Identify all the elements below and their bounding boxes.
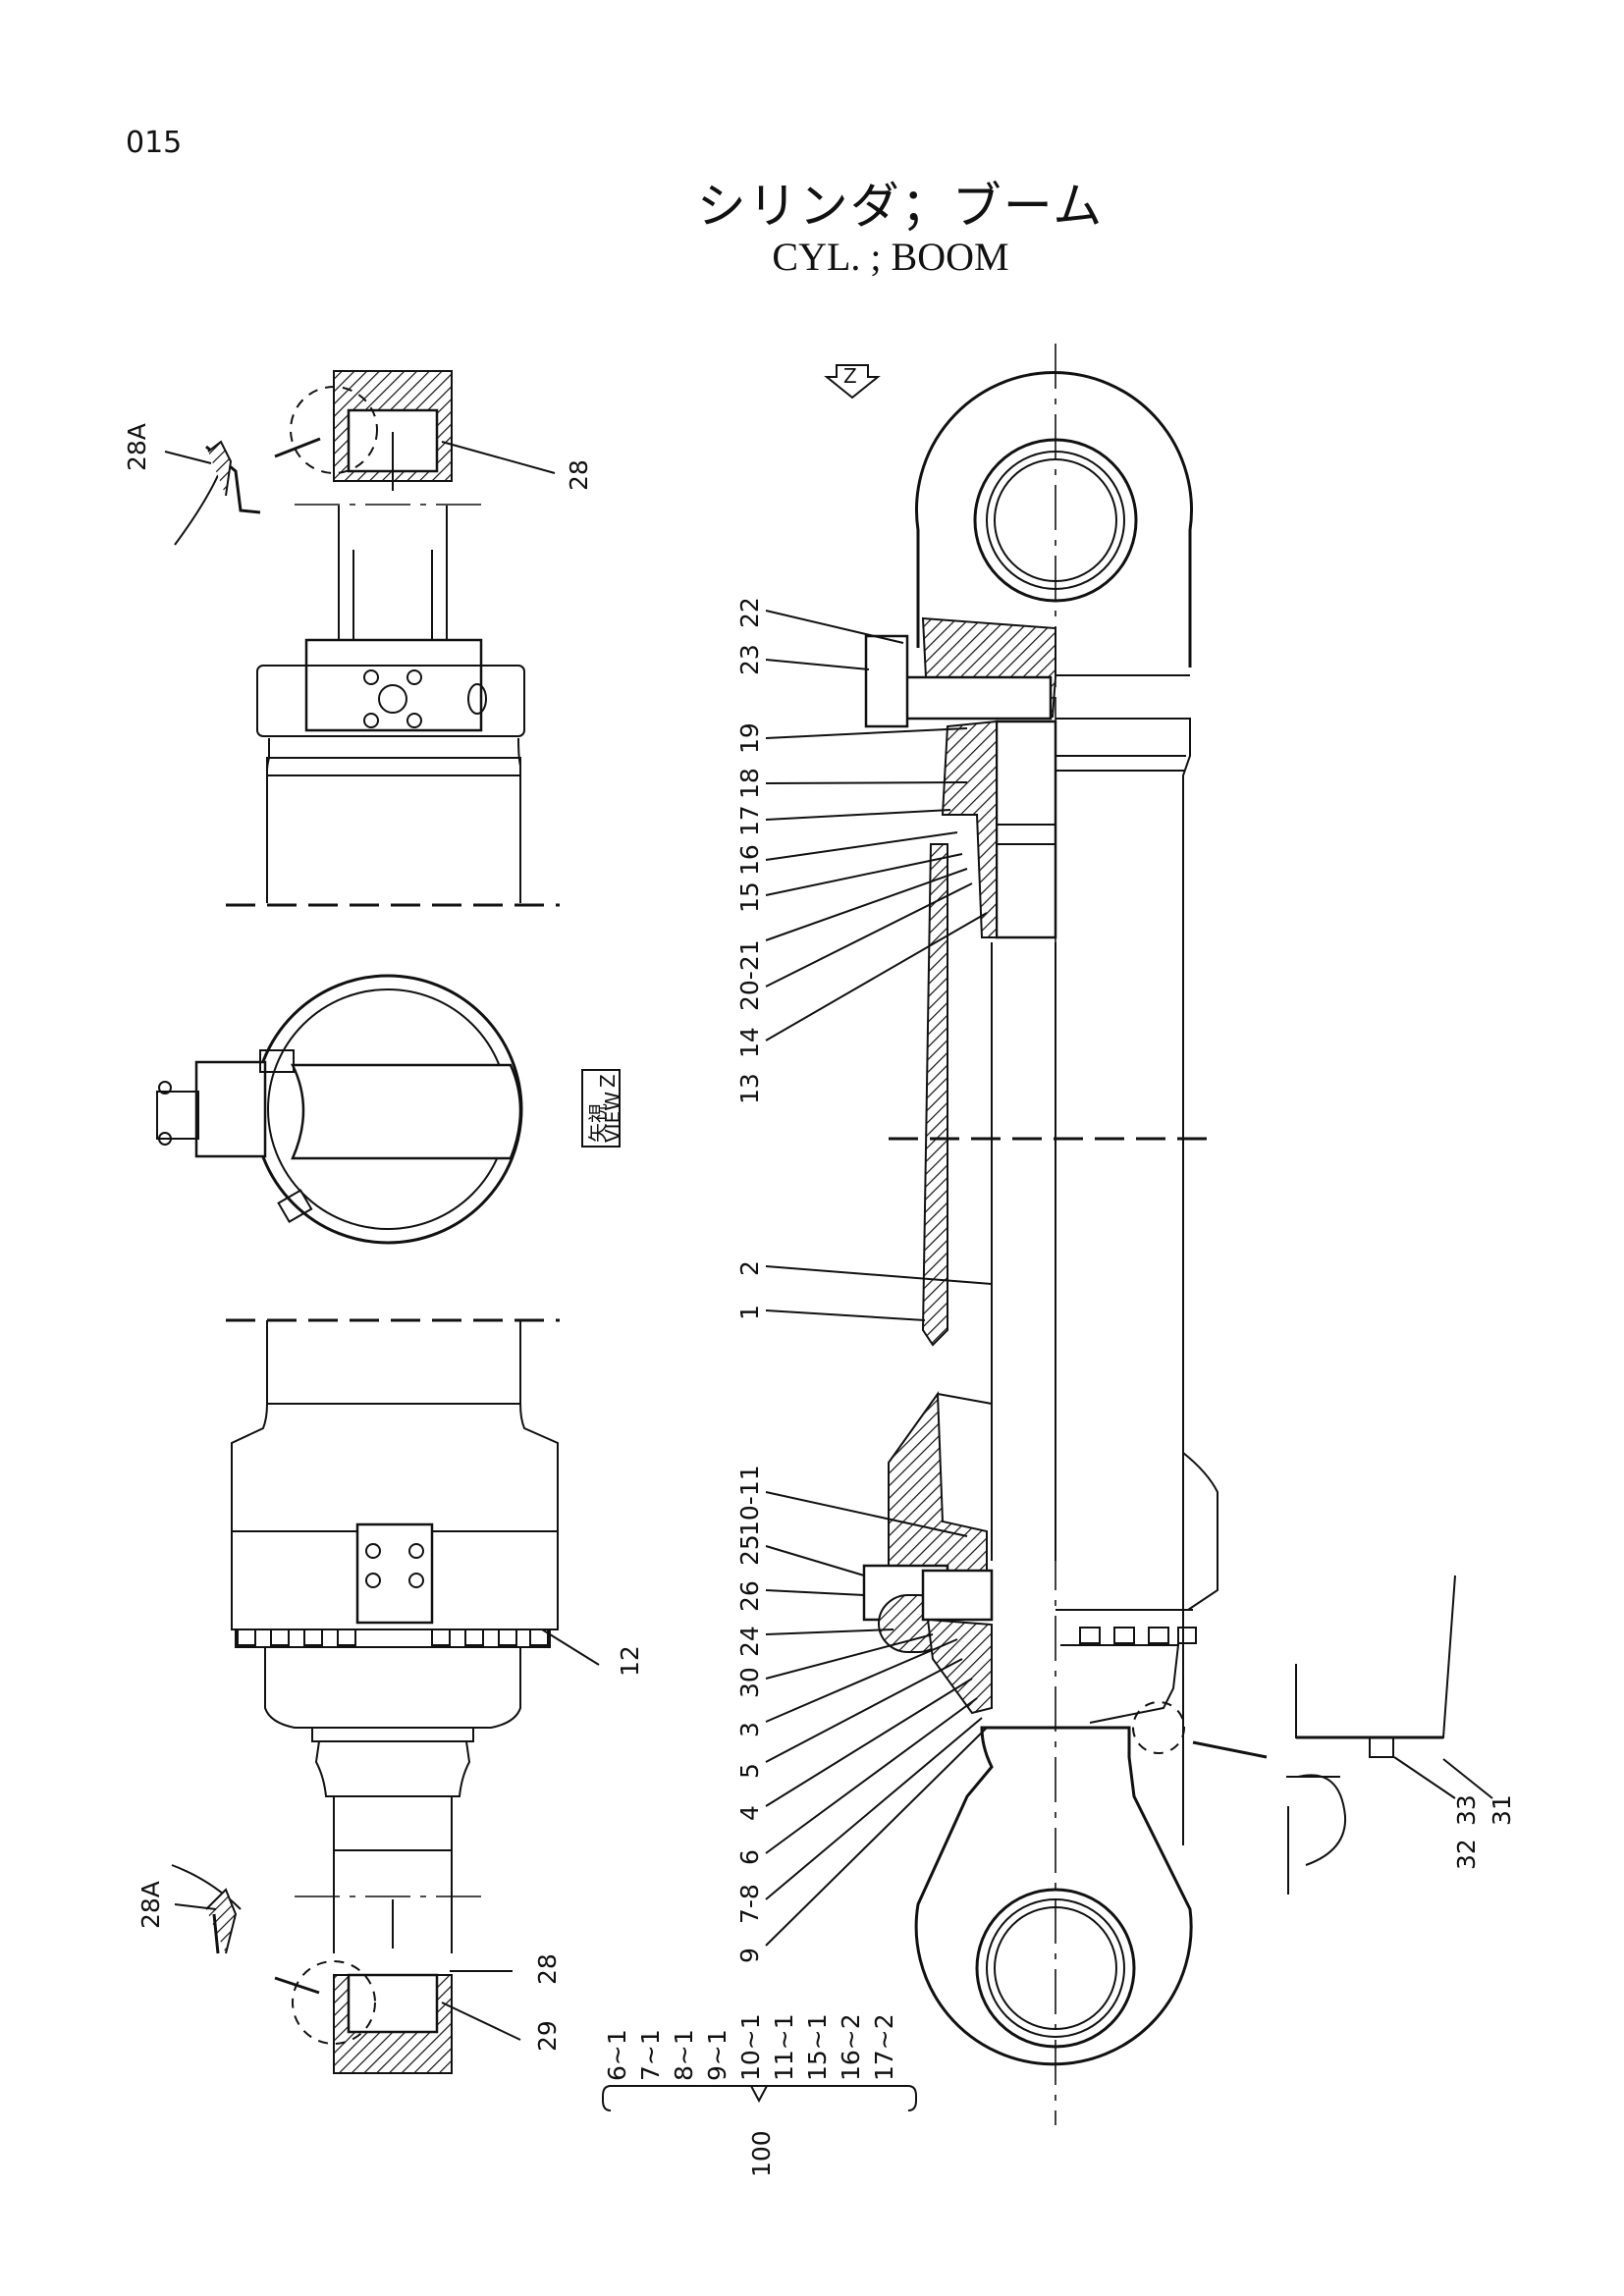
z-marker-label: Z — [843, 364, 857, 388]
view-z-english: VIEW — [601, 1092, 624, 1143]
callout-30: 30 — [735, 1667, 764, 1698]
callout-23: 23 — [735, 644, 764, 675]
port-hole — [378, 684, 407, 714]
kit-item-7-1: 7~1 — [636, 2029, 665, 2081]
callout-24: 24 — [735, 1626, 764, 1657]
leader-lines — [164, 441, 1493, 2041]
callout-19: 19 — [735, 722, 764, 754]
kit-list: 100 6~1 7~1 8~1 9~1 10~1 11~1 15~1 16~2 … — [602, 2013, 917, 2177]
view-z-japanese: 矢視 — [586, 1103, 610, 1143]
kit-item-15-1: 15~1 — [803, 2013, 832, 2081]
callout-22: 22 — [735, 597, 764, 628]
top-view — [174, 370, 560, 907]
callout-17: 17 — [735, 805, 764, 836]
title-english: CYL. ; BOOM — [772, 235, 1009, 279]
callout-20-21: 20-21 — [735, 939, 764, 1011]
callout-25: 25 — [735, 1534, 764, 1566]
callout-28-top: 28 — [565, 459, 593, 491]
callout-14: 14 — [735, 1027, 764, 1058]
page-number: 015 — [126, 126, 183, 160]
view-z-letter: Z — [596, 1074, 620, 1088]
callout-1: 1 — [735, 1305, 764, 1320]
view-z: 矢視 VIEW Z — [156, 974, 624, 1245]
callout-5: 5 — [735, 1763, 764, 1779]
kit-item-16-2: 16~2 — [837, 2013, 865, 2081]
kit-item-6-1: 6~1 — [603, 2029, 631, 2081]
callout-31: 31 — [1488, 1794, 1516, 1826]
callout-16: 16 — [735, 844, 764, 876]
callout-28-bottom: 28 — [533, 1953, 562, 1985]
callout-4: 4 — [735, 1805, 764, 1821]
main-cylinder-view: Z — [824, 344, 1268, 2125]
callouts-detail: 31 33 32 — [1452, 1794, 1516, 1870]
callout-26: 26 — [735, 1580, 764, 1612]
callout-29: 29 — [533, 2020, 562, 2052]
callout-3: 3 — [735, 1722, 764, 1737]
callouts-main: 22 23 19 18 17 16 15 20-21 14 13 2 1 10-… — [735, 597, 764, 1963]
kit-item-10-1: 10~1 — [736, 2013, 765, 2081]
title-japanese: シリンダ；ブーム — [696, 178, 1105, 235]
callout-9: 9 — [735, 1948, 764, 1963]
callout-2: 2 — [735, 1260, 764, 1276]
callout-32: 32 — [1452, 1839, 1481, 1870]
callout-7-8: 7-8 — [735, 1884, 764, 1924]
callout-28a-bottom: 28A — [136, 1881, 165, 1929]
kit-item-17-2: 17~2 — [870, 2013, 898, 2081]
callout-15: 15 — [735, 881, 764, 913]
callout-13: 13 — [735, 1073, 764, 1104]
view-z-box — [581, 1069, 621, 1148]
callout-18: 18 — [735, 768, 764, 799]
bottom-view — [171, 1318, 560, 2074]
callout-12: 12 — [616, 1645, 644, 1677]
kit-number: 100 — [747, 2130, 776, 2177]
callout-28a-top: 28A — [123, 423, 151, 471]
kit-item-8-1: 8~1 — [670, 2029, 698, 2081]
detail-view — [1286, 1575, 1456, 1895]
callout-10-11: 10-11 — [735, 1465, 764, 1536]
callout-6: 6 — [735, 1849, 764, 1865]
callouts-left: 28A 28 12 28A 28 29 — [123, 423, 644, 2052]
kit-item-11-1: 11~1 — [770, 2013, 798, 2081]
callout-33: 33 — [1452, 1794, 1481, 1826]
kit-item-9-1: 9~1 — [703, 2029, 731, 2081]
